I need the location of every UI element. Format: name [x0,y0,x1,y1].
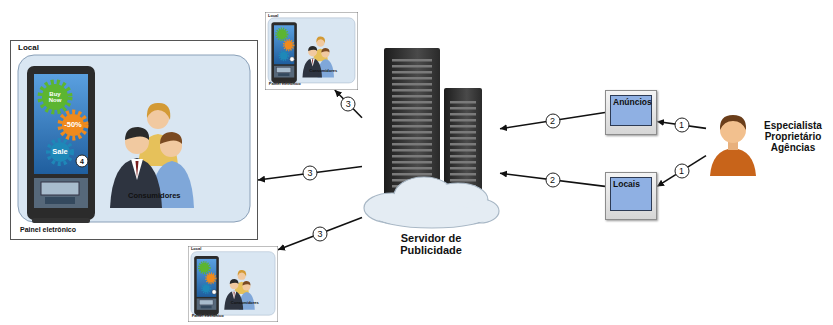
step-number: 2 [545,113,560,128]
locations-window: Locais [605,172,657,220]
local-illustration [188,246,278,322]
device-label: Painel eletrônico [269,82,301,86]
device-label: Painel eletrônico [192,314,224,318]
group-label: Consumidores [128,192,181,200]
ad-server: Servidor de Publicidade [362,40,500,262]
actor: Especialista Proprietário Agências [706,108,830,176]
step-number: 1 [674,164,689,179]
flow-arrow [258,167,362,180]
region-title: Local [191,247,201,251]
callout-number: 4 [80,158,84,165]
window-label: Anúncios [613,98,652,107]
group-label: Consumidores [309,69,337,73]
local-illustration [265,12,358,90]
location-box: LocalConsumidoresPainel eletrônico [10,40,258,240]
step-number: 3 [341,96,356,111]
location-thumbnail: LocalConsumidoresPainel eletrônico [188,246,278,322]
window-label: Locais [613,180,640,189]
server-label: Servidor de Publicidade [386,232,476,256]
step-number: 1 [674,117,689,132]
promo-text: -50% [64,121,82,129]
flow-arrow [335,90,362,118]
ads-window: Anúncios [605,90,657,135]
flow-arrow [500,173,605,186]
promo-text: Sale [52,148,67,156]
location-thumbnail: LocalConsumidoresPainel eletrônico [265,12,358,90]
actor-label: Especialista Proprietário Agências [760,120,826,153]
device-label: Painel eletrônico [20,226,76,234]
promo-text: Buy Now [44,91,66,103]
flow-arrow [500,113,605,129]
region-title: Local [268,14,278,18]
server-illustration [362,40,500,262]
step-number: 2 [545,172,560,187]
group-label: Consumidores [231,301,259,305]
local-illustration [10,40,258,240]
step-number: 3 [313,226,328,241]
flow-arrow [657,156,706,187]
flow-arrow [278,218,362,250]
region-title: Local [18,44,39,53]
person-illustration [706,108,760,176]
step-number: 3 [303,166,318,181]
